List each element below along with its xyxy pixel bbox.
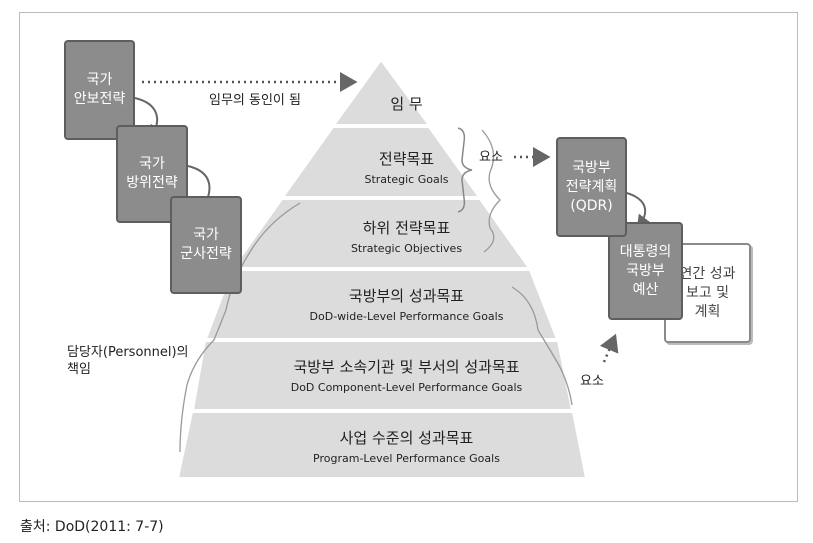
national-security-strategy-box: 국가 안보전략 bbox=[64, 40, 135, 140]
box-line1: 연간 성과 bbox=[679, 265, 736, 282]
tier-strategic-objectives bbox=[231, 198, 531, 269]
national-military-strategy-box: 국가 군사전략 bbox=[170, 196, 242, 294]
tier-en: DoD Component-Level Performance Goals bbox=[290, 381, 523, 394]
brace-left bbox=[179, 202, 301, 453]
tier-dod-wide bbox=[204, 269, 559, 340]
tier-ko: 국방부 소속기관 및 부서의 성과목표 bbox=[293, 358, 520, 376]
tier-ko: 임 무 bbox=[390, 95, 423, 113]
tier-en: Strategic Objectives bbox=[350, 242, 463, 255]
personnel-responsibility-label: 담당자(Personnel)의 책임 bbox=[67, 344, 189, 378]
tier-ko: 사업 수준의 성과목표 bbox=[339, 429, 474, 447]
presidents-defense-budget-box: 대통령의 국방부 예산 bbox=[608, 222, 683, 320]
personnel-line2: 책임 bbox=[67, 362, 91, 377]
tier-en: DoD-wide-Level Performance Goals bbox=[309, 310, 504, 323]
tier-en: Program-Level Performance Goals bbox=[313, 452, 500, 465]
tier-program bbox=[176, 411, 588, 479]
tier-label-strategic-goals: 전략목표 Strategic Goals bbox=[0, 150, 813, 187]
tier-mission bbox=[332, 58, 431, 126]
brace-mid-right bbox=[481, 129, 501, 253]
tier-ko: 하위 전략목표 bbox=[362, 219, 451, 237]
dod-strategic-plan-qdr-box: 국방부 전략계획 (QDR) bbox=[556, 137, 627, 237]
box-line2: 방위전략 bbox=[126, 175, 178, 191]
tier-ko: 국방부의 성과목표 bbox=[348, 287, 465, 305]
box-line2: 보고 및 bbox=[685, 284, 730, 301]
brace-top-right bbox=[457, 127, 473, 213]
box-line1: 국방부 bbox=[572, 159, 611, 176]
box-line1: 대통령의 bbox=[619, 243, 672, 260]
mission-driver-label: 임무의 동인이 됨 bbox=[209, 93, 301, 108]
tier-label-mission: 임 무 bbox=[0, 95, 813, 114]
tier-dod-component bbox=[191, 340, 574, 411]
tier-ko: 전략목표 bbox=[378, 150, 435, 168]
personnel-line1: 담당자(Personnel)의 bbox=[67, 345, 189, 360]
brace-bottom-right bbox=[511, 286, 573, 406]
box-line3: 계획 bbox=[694, 303, 721, 320]
box-line3: (QDR) bbox=[570, 197, 613, 214]
tier-label-program: 사업 수준의 성과목표 Program-Level Performance Go… bbox=[0, 429, 813, 466]
tier-label-dod-component: 국방부 소속기관 및 부서의 성과목표 DoD Component-Level … bbox=[0, 358, 813, 395]
box-line2: 전략계획 bbox=[565, 178, 618, 195]
tier-strategic-goals bbox=[281, 126, 481, 198]
box-line2: 군사전략 bbox=[180, 246, 232, 262]
tier-label-dod-wide: 국방부의 성과목표 DoD-wide-Level Performance Goa… bbox=[0, 287, 813, 324]
tier-en: Strategic Goals bbox=[364, 173, 449, 186]
element-label-bottom: 요소 bbox=[580, 374, 604, 389]
source-caption: 출처: DoD(2011: 7-7) bbox=[20, 519, 164, 535]
box-line3: 예산 bbox=[632, 281, 659, 298]
box-line1: 국가 bbox=[193, 227, 219, 243]
element-label-top: 요소 bbox=[479, 150, 503, 165]
box-line2: 국방부 bbox=[626, 262, 665, 279]
box-line1: 국가 bbox=[139, 156, 165, 172]
box-line2: 안보전략 bbox=[73, 91, 126, 107]
tier-label-strategic-objectives: 하위 전략목표 Strategic Objectives bbox=[0, 219, 813, 256]
box-line1: 국가 bbox=[86, 72, 113, 88]
